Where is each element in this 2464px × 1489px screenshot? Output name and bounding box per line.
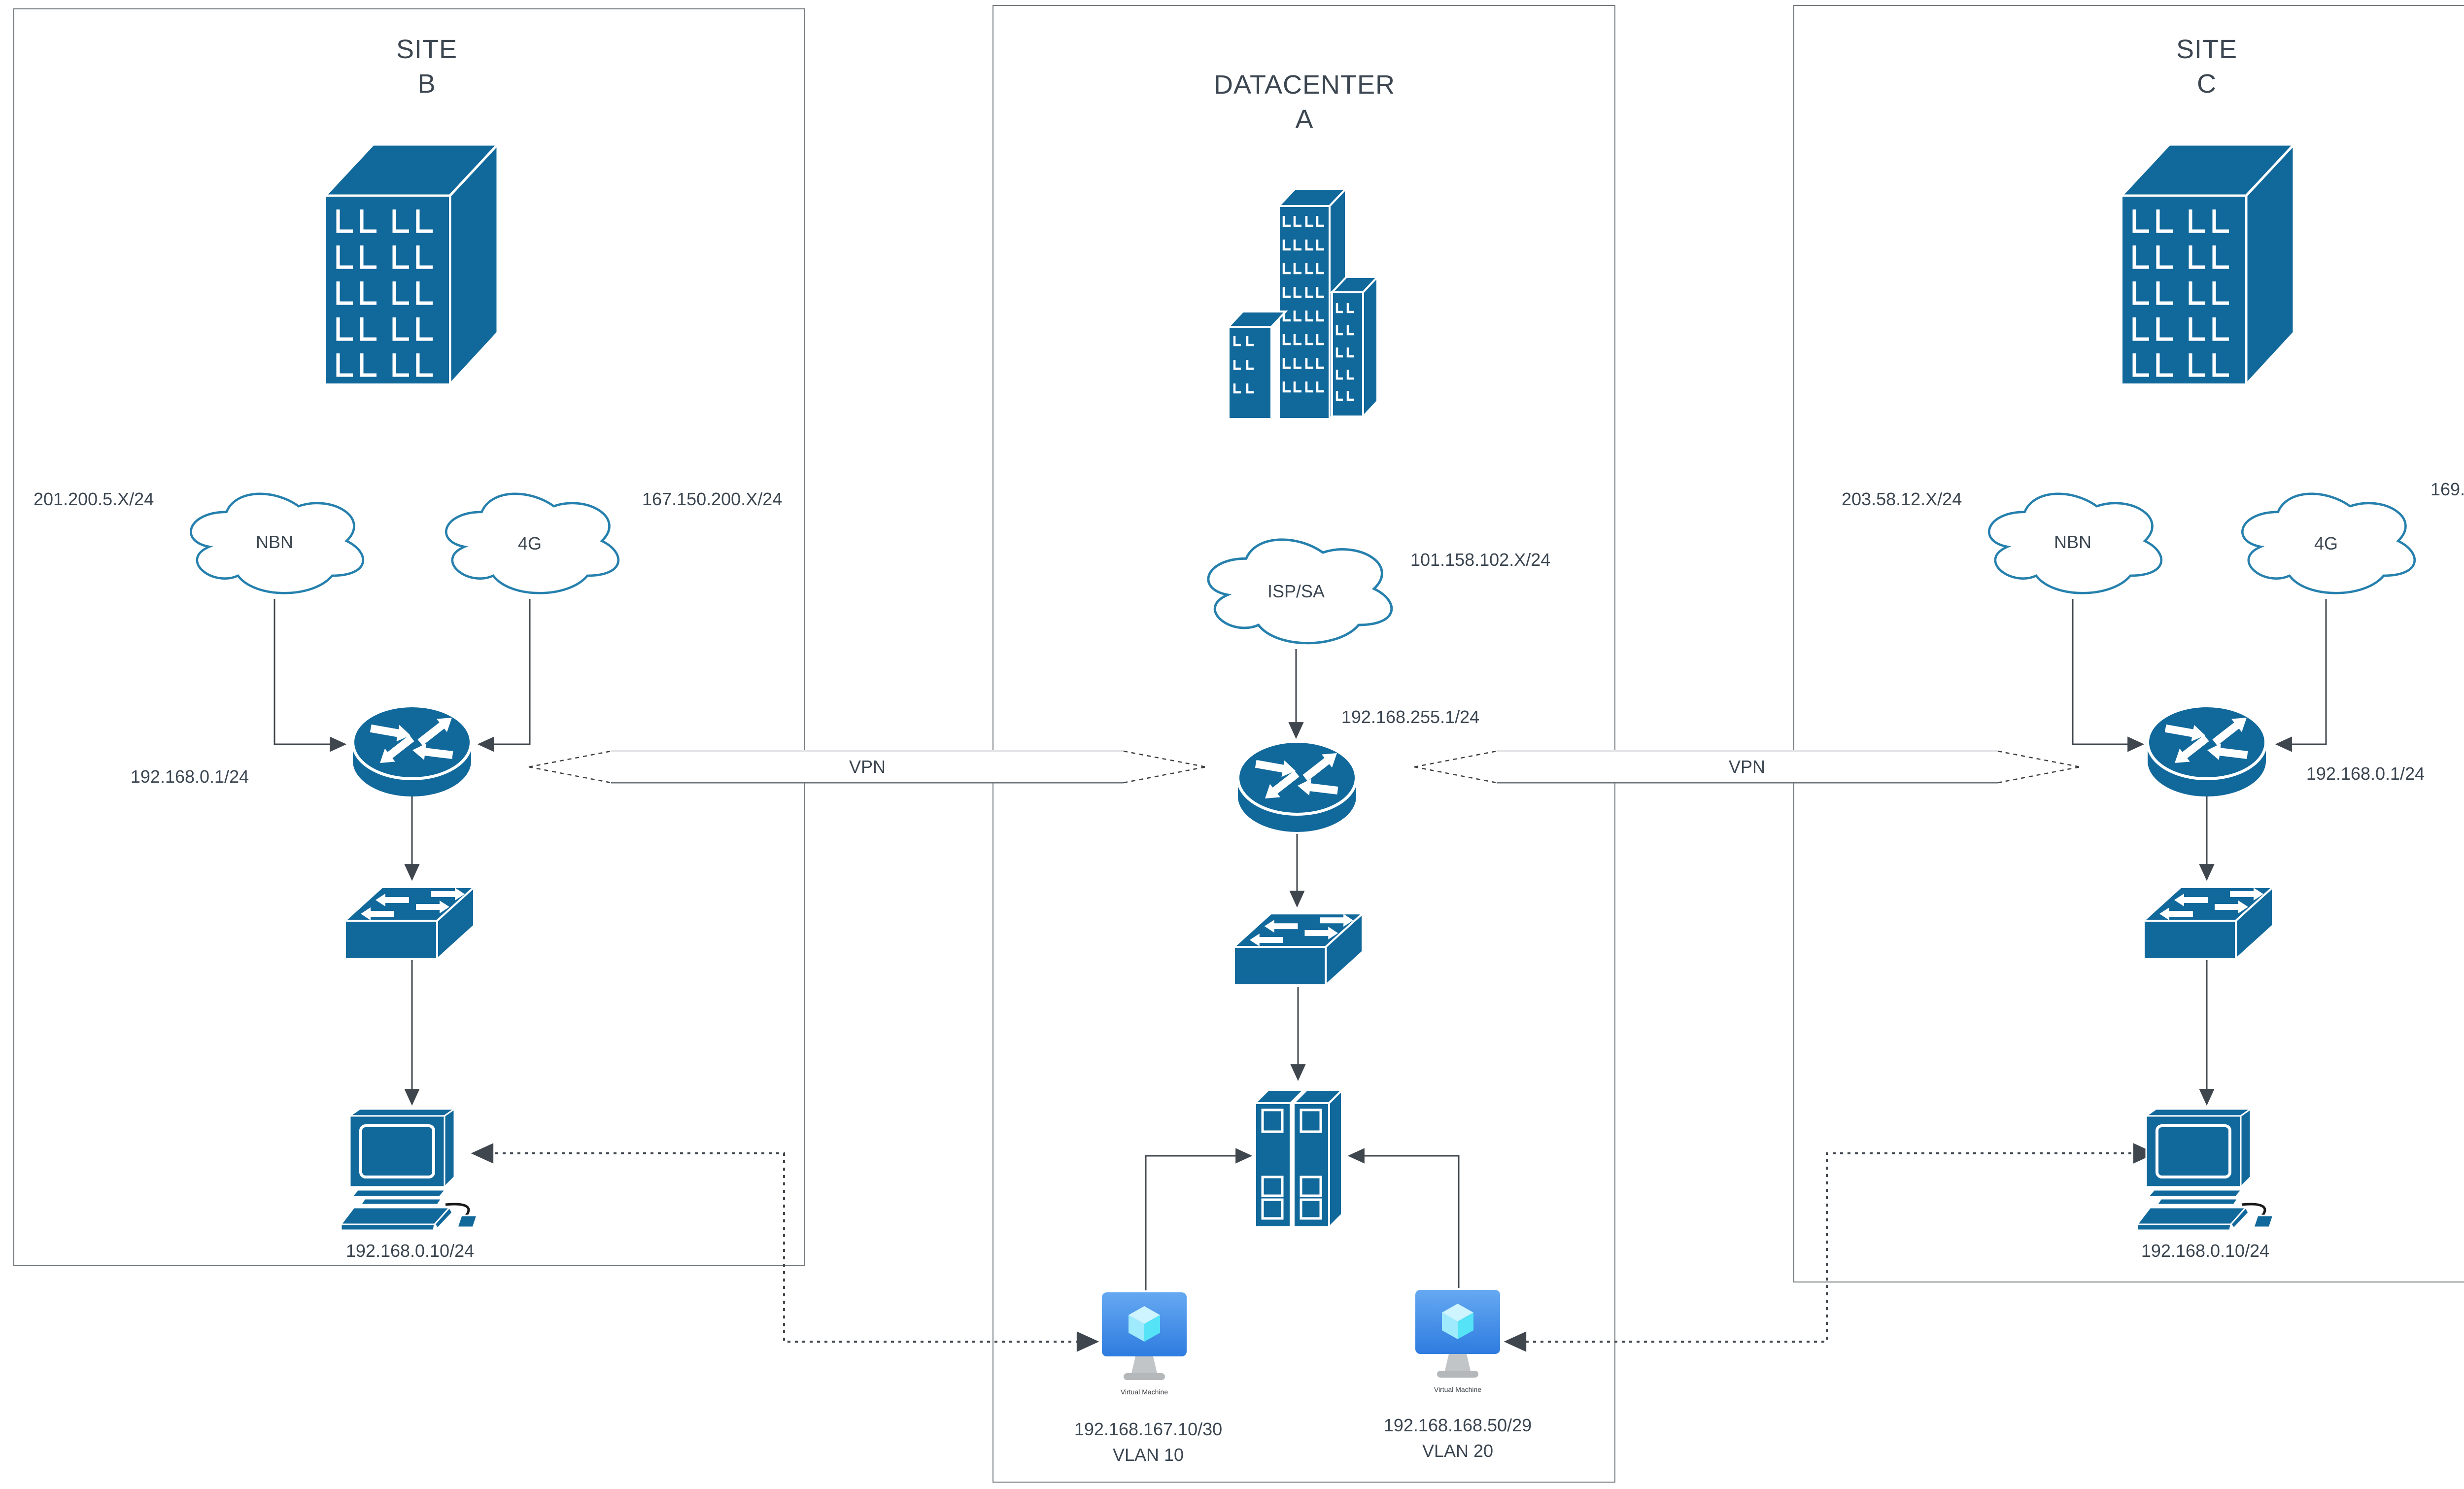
link-c-nbn-router <box>2072 599 2145 752</box>
site-b-title-line1: SITE <box>396 35 458 64</box>
site-b-workstation-icon <box>341 1108 489 1236</box>
link-c-4g-router <box>2275 599 2327 752</box>
datacenter-router-icon <box>1235 739 1359 833</box>
link-vm2-server <box>1347 1148 1460 1288</box>
site-b-box <box>13 8 805 1266</box>
datacenter-box <box>992 5 1615 1483</box>
site-c-building-icon <box>2122 140 2294 384</box>
site-c-title-line2: C <box>2197 69 2217 99</box>
vm1-icon <box>1101 1291 1188 1386</box>
site-b-router-icon <box>350 704 474 797</box>
vm1-vlan: VLAN 10 <box>1112 1445 1184 1465</box>
vm2-caption: Virtual Machine <box>1434 1385 1482 1393</box>
vm2-icon <box>1414 1289 1501 1384</box>
vm1-ip: 192.168.167.10/30 <box>1074 1419 1223 1439</box>
datacenter-router-ip: 192.168.255.1/24 <box>1341 707 1480 727</box>
site-c-workstation-icon <box>2137 1108 2285 1236</box>
datacenter-title-line1: DATACENTER <box>1213 70 1396 100</box>
site-b-router-ip: 192.168.0.1/24 <box>130 766 249 787</box>
site-b-nbn-label: NBN <box>255 532 294 552</box>
site-c-switch-icon <box>2144 884 2274 959</box>
vpn-tunnel-left-shape <box>528 750 1206 784</box>
site-b-title-line2: B <box>417 69 436 99</box>
datacenter-building-icon <box>1215 163 1395 421</box>
datacenter-switch-icon <box>1234 909 1364 986</box>
site-c-4g-ip: 169.162.201.X/24 <box>2430 479 2464 499</box>
site-b-host-ip: 192.168.0.10/24 <box>345 1241 475 1261</box>
link-b-4g-router <box>477 599 531 752</box>
vm1-caption: Virtual Machine <box>1120 1388 1168 1396</box>
site-c-router-icon <box>2145 704 2268 797</box>
datacenter-server-icon <box>1254 1083 1345 1227</box>
vpn-label-left: VPN <box>849 757 886 777</box>
site-c-host-ip: 192.168.0.10/24 <box>2141 1241 2270 1261</box>
site-b-nbn-ip: 201.200.5.X/24 <box>34 489 154 509</box>
vpn-label-right: VPN <box>1728 757 1766 777</box>
site-c-nbn-ip: 203.58.12.X/24 <box>1842 489 1962 509</box>
vpn-tunnel-right-shape <box>1414 750 2081 784</box>
site-c-router-ip: 192.168.0.1/24 <box>2306 763 2425 784</box>
site-b-4g-ip: 167.150.200.X/24 <box>642 489 783 509</box>
datacenter-isp-label: ISP/SA <box>1267 581 1325 601</box>
link-vm1-server <box>1145 1148 1253 1290</box>
site-b-switch-icon <box>345 884 476 959</box>
site-b-building-icon <box>325 140 498 384</box>
site-c-4g-label: 4G <box>2314 533 2338 554</box>
link-b-nbn-router <box>274 599 347 752</box>
site-c-nbn-label: NBN <box>2053 532 2092 552</box>
link-c-host-vm2-dotted <box>1504 1143 2156 1352</box>
site-b-4g-label: 4G <box>517 533 542 554</box>
link-b-host-vm1-dotted <box>471 1143 1099 1352</box>
vm2-vlan: VLAN 20 <box>1422 1441 1494 1461</box>
vm2-ip: 192.168.168.50/29 <box>1383 1415 1532 1435</box>
site-c-title-line1: SITE <box>2176 35 2238 64</box>
datacenter-title-line2: A <box>1295 104 1314 134</box>
datacenter-isp-ip: 101.158.102.X/24 <box>1410 550 1551 570</box>
